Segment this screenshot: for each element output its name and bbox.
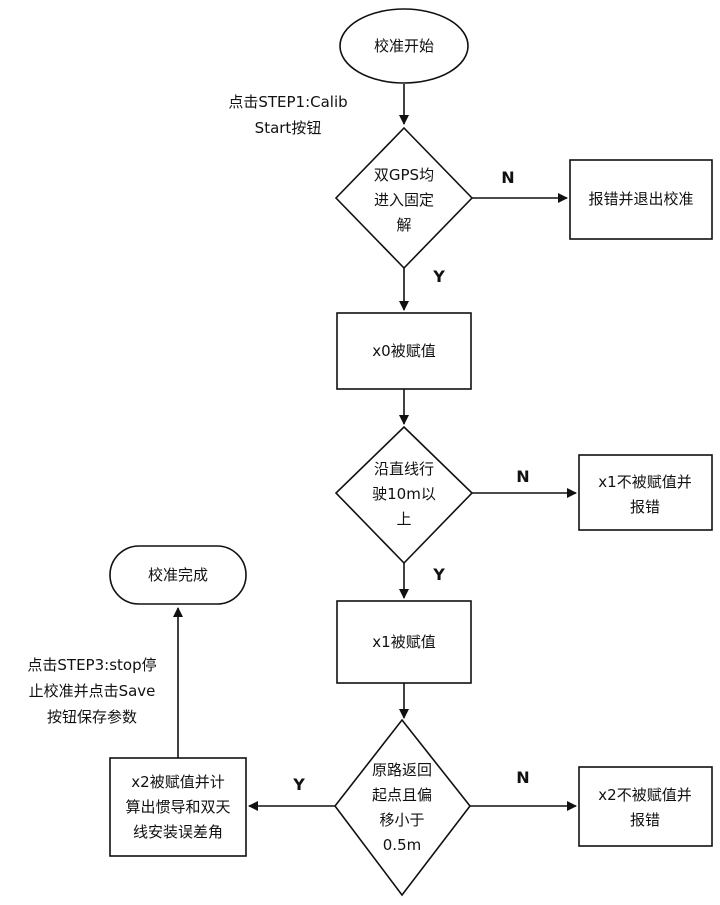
- branch-gps-yes: Y: [432, 267, 445, 286]
- note-step3: 点击STEP3:stop停 止校准并点击Save 按钮保存参数: [27, 656, 156, 726]
- error-x2-line-1: x2不被赋值并: [598, 786, 691, 804]
- decision-gps-line-2: 进入固定: [374, 191, 434, 209]
- decision-straight-line-2: 驶10m以: [372, 485, 436, 503]
- assign-x1-label: x1被赋值: [372, 633, 435, 651]
- decision-return-line-4: 0.5m: [383, 836, 421, 854]
- decision-return-line-1: 原路返回: [372, 761, 432, 779]
- branch-gps-no: N: [501, 168, 514, 187]
- note-step1-line-1: 点击STEP1:Calib: [228, 93, 347, 111]
- assign-x0-label: x0被赋值: [372, 342, 435, 360]
- end-label: 校准完成: [148, 566, 208, 584]
- decision-straight: 沿直线行 驶10m以 上: [334, 425, 474, 565]
- assign-x2-line-2: 算出惯导和双天: [125, 798, 230, 816]
- assign-x0-box: x0被赋值: [336, 312, 472, 390]
- note-step3-line-3: 按钮保存参数: [47, 708, 137, 726]
- decision-straight-line-1: 沿直线行: [374, 460, 434, 478]
- decision-return-line-3: 移小于: [379, 811, 424, 829]
- decision-return-line-2: 起点且偏: [372, 786, 432, 804]
- note-step1-line-2: Start按钮: [255, 119, 322, 137]
- assign-x2-box: x2被赋值并计 算出惯导和双天 线安装误差角: [109, 757, 247, 857]
- decision-straight-line-3: 上: [396, 510, 411, 528]
- error-gps-box: 报错并退出校准: [569, 159, 713, 240]
- assign-x2-line-1: x2被赋值并计: [131, 773, 224, 791]
- assign-x1-box: x1被赋值: [336, 600, 472, 684]
- error-x1-box: x1不被赋值并 报错: [578, 454, 713, 531]
- start-terminal: 校准开始: [339, 8, 469, 84]
- start-label: 校准开始: [374, 37, 434, 55]
- branch-straight-yes: Y: [432, 565, 445, 584]
- error-x1-line-2: 报错: [630, 498, 660, 516]
- note-step3-line-2: 止校准并点击Save: [29, 682, 156, 700]
- decision-gps: 双GPS均 进入固定 解: [334, 126, 474, 270]
- edges: [173, 84, 577, 811]
- error-gps-label: 报错并退出校准: [588, 190, 693, 208]
- assign-x2-line-3: 线安装误差角: [133, 823, 223, 841]
- error-x2-line-2: 报错: [630, 811, 660, 829]
- end-terminal: 校准完成: [109, 545, 247, 605]
- branch-straight-no: N: [516, 467, 529, 486]
- error-x2-box: x2不被赋值并 报错: [578, 766, 713, 847]
- note-step3-line-1: 点击STEP3:stop停: [27, 656, 156, 674]
- branch-return-no: N: [516, 768, 529, 787]
- decision-gps-line-1: 双GPS均: [374, 166, 434, 184]
- branch-return-yes: Y: [292, 775, 305, 794]
- decision-return: 原路返回 起点且偏 移小于 0.5m: [333, 718, 472, 897]
- note-step1: 点击STEP1:Calib Start按钮: [228, 93, 347, 137]
- error-x1-line-1: x1不被赋值并: [598, 473, 691, 491]
- decision-gps-line-3: 解: [396, 216, 411, 234]
